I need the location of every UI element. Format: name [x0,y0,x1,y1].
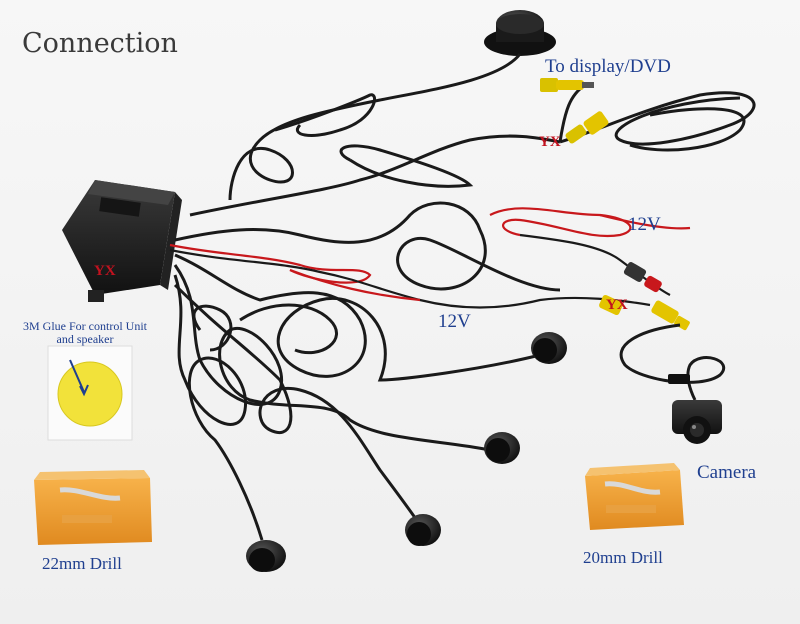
power-label-lower: 12V [438,311,471,332]
video-cable [189,83,756,217]
drill-22mm-label: 22mm Drill [42,554,122,573]
display-label: To display/DVD [545,56,671,77]
drill-20mm-label: 20mm Drill [583,548,663,567]
buzzer-speaker [484,10,556,56]
parking-sensor-3 [405,514,441,546]
power-label-upper: 12V [628,214,661,235]
power-wire-lower [169,243,651,309]
rear-camera [672,400,722,444]
drill-box-20mm [585,463,684,530]
buzzer-cable [228,53,522,201]
watermark-power: YX [606,297,628,313]
parking-sensor-1 [531,332,567,364]
watermark-control-unit: YX [94,263,116,279]
parking-sensor-4 [246,540,286,572]
camera-label: Camera [697,462,757,483]
page-title: Connection [22,28,178,59]
parking-sensor-2 [484,432,520,464]
glue-pad [47,345,133,441]
watermark-video: YX [539,134,561,150]
rca-connector-mid [565,111,609,144]
control-unit [62,180,182,302]
rca-connector-display [540,78,594,92]
sensor-cables [173,201,561,541]
glue-note: 3M Glue For control Unit and speaker [23,319,147,346]
camera-connector [599,262,690,331]
drill-box-22mm [34,470,152,545]
camera-cable [619,323,725,401]
